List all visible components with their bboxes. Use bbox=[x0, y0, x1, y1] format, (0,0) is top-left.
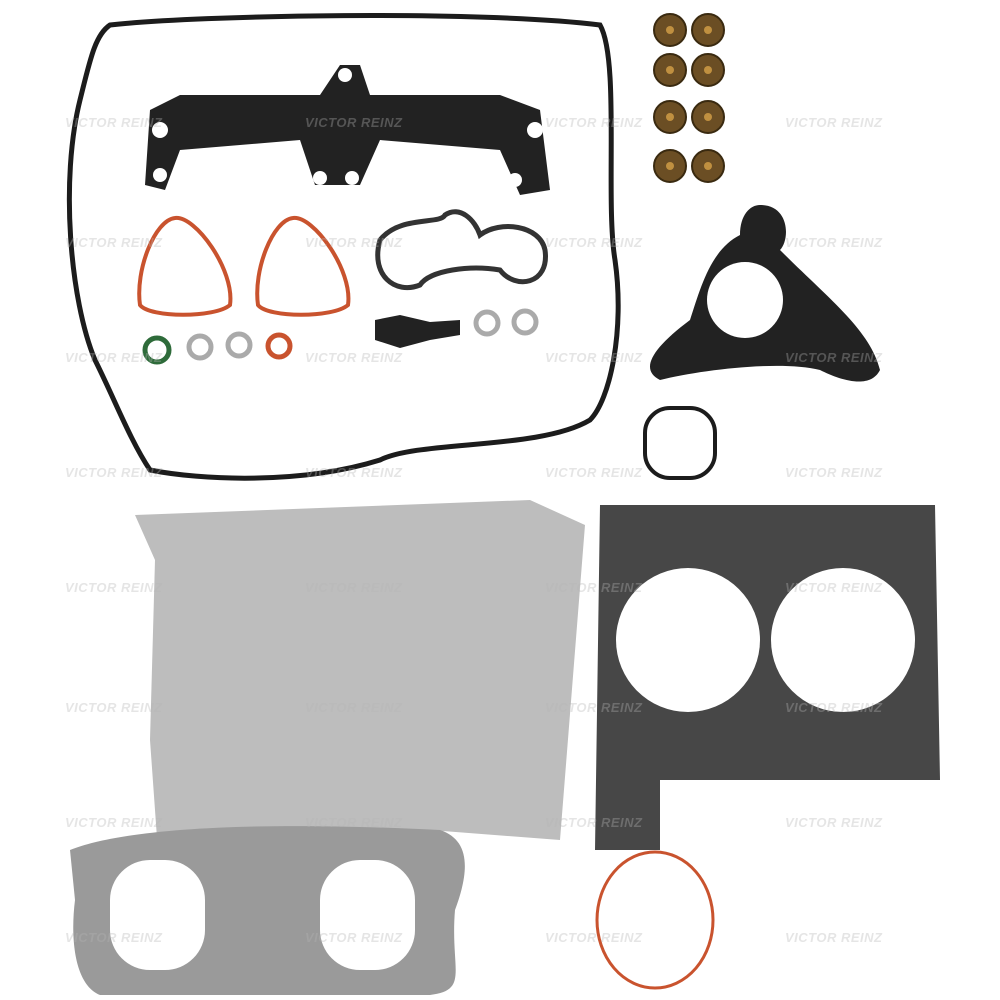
valve-stem-seals bbox=[653, 13, 725, 183]
heat-shield bbox=[135, 500, 585, 900]
o-ring bbox=[595, 850, 715, 990]
orange-seal-1 bbox=[137, 215, 233, 317]
rounded-seal bbox=[643, 406, 717, 480]
grey-gasket bbox=[375, 209, 548, 291]
orange-seal-2 bbox=[255, 215, 351, 317]
small-gasket bbox=[375, 315, 460, 348]
valve-cover-gasket bbox=[66, 13, 621, 481]
green-ring bbox=[142, 335, 172, 365]
intake-gasket bbox=[145, 65, 550, 195]
